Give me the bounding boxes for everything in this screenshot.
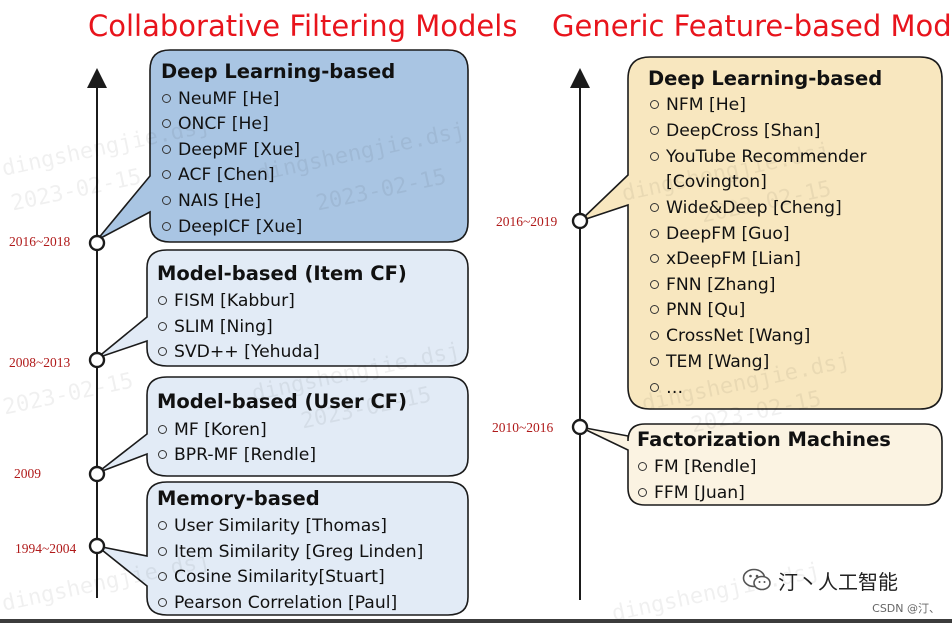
circle-bullet-icon xyxy=(650,100,659,109)
list-item: DeepFM [Guo] xyxy=(650,224,790,244)
circle-bullet-icon xyxy=(650,152,659,161)
left-box-memory xyxy=(96,481,469,616)
list-item: Item Similarity [Greg Linden] xyxy=(158,542,423,562)
list-item: Cosine Similarity[Stuart] xyxy=(158,567,385,587)
left-box-user-cf xyxy=(96,376,469,477)
list-item: xDeepFM [Lian] xyxy=(650,249,801,269)
wechat-icon xyxy=(742,568,771,591)
circle-bullet-icon xyxy=(162,145,171,154)
list-item: Pearson Correlation [Paul] xyxy=(158,593,397,613)
circle-bullet-icon xyxy=(650,280,659,289)
list-item: TEM [Wang] xyxy=(650,352,769,372)
list-item: PNN [Qu] xyxy=(650,300,745,320)
left-date-label: 2016~2018 xyxy=(9,234,71,249)
circle-bullet-icon xyxy=(650,357,659,366)
list-item: BPR-MF [Rendle] xyxy=(158,445,316,465)
list-item: CrossNet [Wang] xyxy=(650,326,810,346)
right-node-2010-2016 xyxy=(571,418,589,436)
circle-bullet-icon xyxy=(650,229,659,238)
list-item: MF [Koren] xyxy=(158,420,267,440)
left-node-2008-2013 xyxy=(88,351,106,369)
list-item: YouTube Recommender xyxy=(650,147,867,167)
list-item: NFM [He] xyxy=(650,95,746,115)
circle-bullet-icon xyxy=(158,425,167,434)
left-box-item-cf xyxy=(96,249,469,367)
list-item: DeepICF [Xue] xyxy=(162,217,302,237)
box-heading: Model-based (User CF) xyxy=(157,390,407,413)
list-item: FNN [Zhang] xyxy=(650,275,775,295)
list-item: FFM [Juan] xyxy=(638,483,745,503)
box-heading: Deep Learning-based xyxy=(648,67,883,90)
circle-bullet-icon xyxy=(158,547,167,556)
list-item: User Similarity [Thomas] xyxy=(158,516,387,536)
circle-bullet-icon xyxy=(650,383,659,392)
circle-bullet-icon xyxy=(158,598,167,607)
circle-bullet-icon xyxy=(638,462,647,471)
left-box-deep-learning xyxy=(96,49,469,243)
circle-bullet-icon xyxy=(158,450,167,459)
circle-bullet-icon xyxy=(650,305,659,314)
list-item: ACF [Chen] xyxy=(162,165,275,185)
right-box-deep-learning xyxy=(579,56,943,410)
list-item: SVD++ [Yehuda] xyxy=(158,342,320,362)
right-box-fm xyxy=(579,423,943,506)
left-node-1994-2004 xyxy=(88,537,106,555)
left-node-2016-2018 xyxy=(88,234,106,252)
list-item: … xyxy=(650,378,683,398)
list-item-continuation: [Covington] xyxy=(666,172,767,192)
list-item: DeepCross [Shan] xyxy=(650,121,821,141)
right-node-2016-2019 xyxy=(571,212,589,230)
right-date-label: 2016~2019 xyxy=(496,214,558,229)
circle-bullet-icon xyxy=(158,572,167,581)
left-date-label: 2009 xyxy=(14,466,41,481)
circle-bullet-icon xyxy=(650,203,659,212)
circle-bullet-icon xyxy=(158,347,167,356)
box-heading: Memory-based xyxy=(157,487,320,510)
circle-bullet-icon xyxy=(650,254,659,263)
left-node-2009 xyxy=(88,465,106,483)
right-section-title: Generic Feature-based Models xyxy=(552,9,952,43)
circle-bullet-icon xyxy=(162,94,171,103)
circle-bullet-icon xyxy=(650,331,659,340)
box-heading: Model-based (Item CF) xyxy=(157,262,407,285)
circle-bullet-icon xyxy=(162,196,171,205)
list-item: FISM [Kabbur] xyxy=(158,291,295,311)
left-section-title: Collaborative Filtering Models xyxy=(88,9,518,43)
credit-label: CSDN @汀、 xyxy=(872,602,940,615)
list-item: FM [Rendle] xyxy=(638,457,757,477)
left-date-label: 1994~2004 xyxy=(15,541,77,556)
list-item: DeepMF [Xue] xyxy=(162,140,300,160)
box-heading: Factorization Machines xyxy=(637,428,891,451)
circle-bullet-icon xyxy=(158,521,167,530)
circle-bullet-icon xyxy=(158,296,167,305)
bottom-border xyxy=(0,619,952,623)
list-item: Wide&Deep [Cheng] xyxy=(650,198,842,218)
circle-bullet-icon xyxy=(162,119,171,128)
list-item: SLIM [Ning] xyxy=(158,317,273,337)
circle-bullet-icon xyxy=(162,222,171,231)
list-item: ONCF [He] xyxy=(162,114,269,134)
list-item: NAIS [He] xyxy=(162,191,261,211)
list-item: NeuMF [He] xyxy=(162,89,279,109)
brand-badge: 汀丶人工智能 xyxy=(742,565,898,595)
circle-bullet-icon xyxy=(162,170,171,179)
circle-bullet-icon xyxy=(158,322,167,331)
circle-bullet-icon xyxy=(638,488,647,497)
left-date-label: 2008~2013 xyxy=(9,355,71,370)
circle-bullet-icon xyxy=(650,126,659,135)
right-date-label: 2010~2016 xyxy=(492,420,554,435)
box-heading: Deep Learning-based xyxy=(161,60,396,83)
brand-name: 汀丶人工智能 xyxy=(778,569,898,594)
